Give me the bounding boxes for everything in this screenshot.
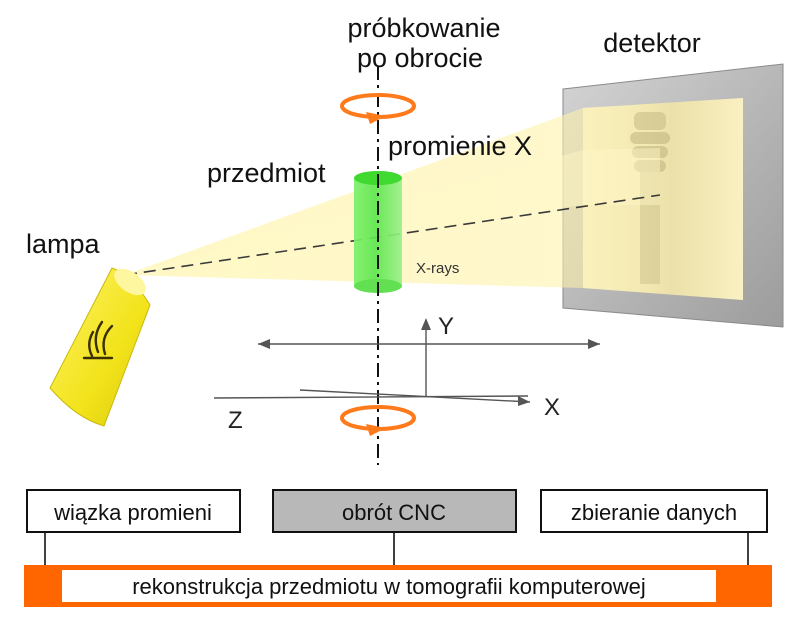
box-beam-label: wiązka promieni <box>53 500 212 525</box>
label-sampling-line1: próbkowanie <box>347 13 500 43</box>
axis-label-z: Z <box>228 407 243 434</box>
box-cnc-label: obrót CNC <box>342 500 446 525</box>
rotation-arrow-icon <box>340 405 416 436</box>
lamp <box>49 267 151 427</box>
label-xray-rays: promienie X <box>388 131 532 161</box>
coordinate-axes <box>213 318 600 406</box>
reconstruction-bar-label: rekonstrukcja przedmiotu w tomografii ko… <box>132 574 646 599</box>
box-beam: wiązka promieni <box>26 489 241 533</box>
rotation-arrow-icon <box>340 93 416 124</box>
label-lamp: lampa <box>26 229 101 259</box>
flame-logo-icon <box>82 320 114 360</box>
label-object: przedmiot <box>207 158 326 188</box>
box-data: zbieranie danych <box>540 489 768 533</box>
label-xrays-small: X-rays <box>416 260 459 277</box>
axis-label-y: Y <box>438 313 454 340</box>
label-sampling-line2: po obrocie <box>357 43 483 73</box>
axis-label-x: X <box>544 394 560 421</box>
box-cnc: obrót CNC <box>272 489 517 533</box>
box-data-label: zbieranie danych <box>571 500 737 525</box>
label-detector: detektor <box>603 28 701 58</box>
reconstruction-bar: rekonstrukcja przedmiotu w tomografii ko… <box>24 565 772 607</box>
connectors <box>44 532 749 565</box>
